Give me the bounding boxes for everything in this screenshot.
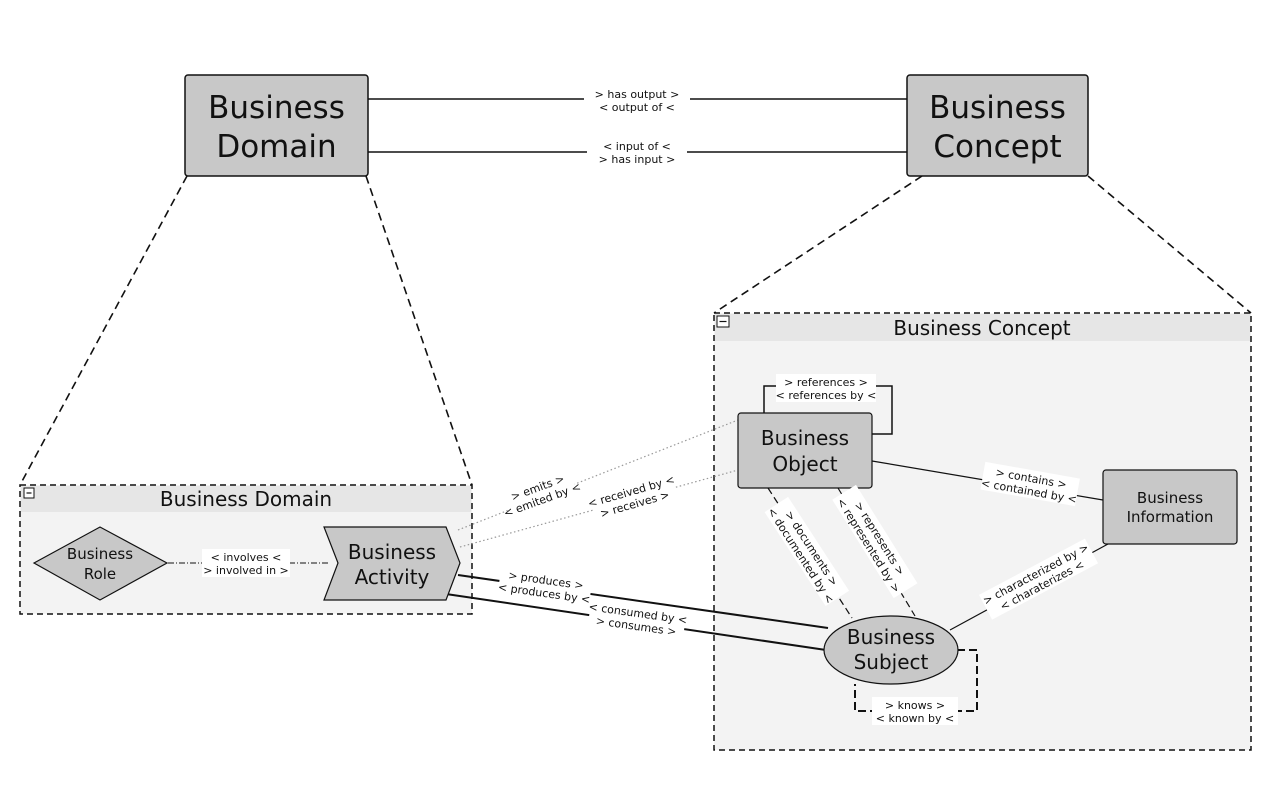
business-activity-node[interactable]: Business Activity [323, 526, 461, 601]
label-produces: > produces > < produces by < [497, 565, 593, 606]
business-role-label-line2: Role [84, 565, 116, 583]
business-concept-node[interactable]: Business Concept [906, 74, 1089, 177]
label-references: > references > < references by < [776, 374, 877, 402]
label-input-of-line2: > has input > [599, 153, 676, 166]
business-information-label-line1: Business [1137, 489, 1203, 507]
business-subject-label-line2: Subject [854, 650, 929, 674]
collapse-icon[interactable] [23, 487, 35, 499]
business-activity-label-line2: Activity [355, 565, 430, 589]
business-object-label-line2: Object [772, 452, 837, 476]
collapse-icon[interactable] [716, 315, 730, 328]
label-knows: > knows > < known by < [872, 697, 958, 725]
business-concept-node-label-line2: Concept [933, 129, 1061, 165]
business-domain-group-title: Business Domain [160, 487, 332, 511]
business-information-label-line2: Information [1127, 508, 1214, 526]
business-concept-node-label-line1: Business [929, 90, 1066, 126]
business-domain-node[interactable]: Business Domain [184, 74, 369, 177]
edge-knows[interactable] [854, 649, 978, 712]
label-consumed-by: < consumed by < > consumes > [587, 598, 688, 640]
business-object-node[interactable]: Business Object [737, 412, 873, 489]
label-involves-line1: < involves < [211, 551, 282, 564]
business-domain-node-label-line1: Business [208, 90, 345, 126]
business-activity-label-line1: Business [348, 540, 436, 564]
business-object-label-line1: Business [761, 426, 849, 450]
business-concept-group-title: Business Concept [893, 316, 1070, 340]
business-role-label-line1: Business [67, 545, 133, 563]
label-has-output-line1: > has output > [595, 88, 680, 101]
label-has-output: > has output > < output of < [584, 87, 690, 114]
business-subject-node[interactable]: Business Subject [823, 615, 959, 685]
business-role-node[interactable]: Business Role [32, 526, 169, 601]
label-received-by: < received by < > receives > [586, 472, 677, 523]
label-references-line1: > references > [784, 376, 868, 389]
label-involves-line2: > involved in > [203, 564, 289, 577]
label-input-of: < input of < > has input > [587, 139, 687, 166]
label-knows-line1: > knows > [885, 699, 945, 712]
label-has-output-line2: < output of < [599, 101, 675, 114]
label-references-line2: < references by < [776, 389, 877, 402]
business-information-node[interactable]: Business Information [1102, 469, 1238, 545]
label-emits: > emits > < emited by < [501, 467, 583, 520]
business-domain-node-label-line2: Domain [216, 129, 336, 165]
label-knows-line2: < known by < [876, 712, 954, 725]
expansion-lines [19, 175, 1252, 486]
label-input-of-line1: < input of < [603, 140, 671, 153]
label-involves: < involves < > involved in > [202, 549, 290, 577]
edge-references[interactable] [763, 385, 893, 435]
business-subject-label-line1: Business [847, 625, 935, 649]
